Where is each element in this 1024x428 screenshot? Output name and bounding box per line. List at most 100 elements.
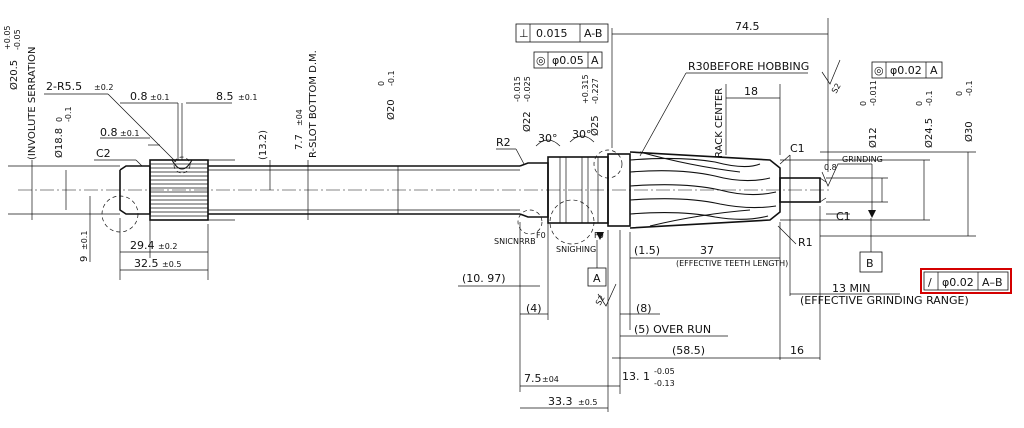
d8-label: (8) <box>636 302 652 315</box>
d745-dim: 74.5 <box>612 20 828 35</box>
c2-label: C2 <box>96 147 111 160</box>
d1097-label: (10. 97) <box>462 272 506 285</box>
svg-text:B: B <box>866 257 874 270</box>
svg-text:±0.1: ±0.1 <box>80 231 89 250</box>
d585-label: (58.5) <box>672 344 705 357</box>
d16-label: 16 <box>790 344 804 357</box>
d333-label: 33.3 <box>548 395 573 408</box>
svg-text:±0.2: ±0.2 <box>158 242 177 251</box>
svg-text:-0.1: -0.1 <box>64 106 73 122</box>
r1-label: R1 <box>798 236 813 249</box>
svg-text:-0.011: -0.011 <box>869 80 878 106</box>
svg-text:φ0.02: φ0.02 <box>942 276 974 289</box>
svg-text:-0.13: -0.13 <box>654 379 675 388</box>
svg-text:-0.015: -0.015 <box>513 76 522 102</box>
svg-text:-0.05: -0.05 <box>654 367 675 376</box>
svg-text:0: 0 <box>859 101 868 106</box>
s2-top: S2 <box>830 82 843 95</box>
svg-text:+0.315: +0.315 <box>581 74 590 104</box>
w08-top-label: 0.8 <box>130 90 148 103</box>
svg-text:A: A <box>930 64 938 77</box>
d9-label: 9 <box>79 256 90 262</box>
svg-text:±0.5: ±0.5 <box>578 398 597 407</box>
left-dimensions: Ø20.5 +0.05 -0.05 (INVOLUTE SERRATION Ø1… <box>3 25 91 262</box>
d132-label: (13.2) <box>258 130 269 160</box>
concentricity-frame-2: ◎ φ0.02 A <box>871 61 943 79</box>
svg-text:φ0.05: φ0.05 <box>552 54 584 67</box>
datum-triangle-icon <box>596 232 604 240</box>
c1-right-label: C1 <box>836 210 851 223</box>
eff-grind-label: (EFFECTIVE GRINDING RANGE) <box>800 294 969 307</box>
grinding-label: GRINDING <box>842 155 883 164</box>
d13min-label: 13 MIN <box>832 282 870 295</box>
d25-label: Ø25 <box>589 115 601 136</box>
d18-label: 18 <box>744 85 758 98</box>
d20-label: Ø20 <box>385 99 397 120</box>
eff-teeth-label: (EFFECTIVE TEETH LENGTH) <box>676 259 788 268</box>
r30-label: R30BEFORE HOBBING <box>688 60 809 73</box>
s2-left: S2 <box>594 294 607 307</box>
bottom-left-dims: 29.4 ±0.2 32.5 ±0.5 <box>120 239 208 271</box>
svg-text:±04: ±04 <box>542 375 559 384</box>
involute-serration-label: (INVOLUTE SERRATION <box>27 47 38 161</box>
svg-text:-0.1: -0.1 <box>925 90 934 106</box>
svg-text:0.015: 0.015 <box>536 27 568 40</box>
d15-label: (1.5) <box>634 244 660 257</box>
f0a-label: F0 <box>536 231 546 240</box>
d4-label: (4) <box>526 302 542 315</box>
svg-text:φ0.02: φ0.02 <box>890 64 922 77</box>
svg-text:0: 0 <box>55 117 64 122</box>
svg-text:±0.1: ±0.1 <box>150 93 169 102</box>
svg-text:±0.2: ±0.2 <box>94 83 113 92</box>
svg-text:◎: ◎ <box>874 64 884 77</box>
svg-text:Ø24.5: Ø24.5 <box>923 118 935 148</box>
d188-label: Ø18.8 <box>53 128 65 158</box>
right-verticals: Ø12 0 -0.011 Ø24.5 0 -0.1 Ø30 0 -0.1 <box>780 80 976 237</box>
center-verticals: (13.2) 7.7 ±04 R-SLOT BOTTOM D.M. Ø20 0 … <box>258 50 399 220</box>
arrow-down-icon <box>868 210 876 218</box>
svg-text:±0.1: ±0.1 <box>238 93 257 102</box>
svg-text:-0.05: -0.05 <box>13 29 22 50</box>
gear-end <box>517 149 827 245</box>
c1-top-label: C1 <box>790 142 805 155</box>
svg-text:+0.05: +0.05 <box>3 25 12 50</box>
w08-left-label: 0.8 <box>100 126 118 139</box>
d325-label: 32.5 <box>134 257 159 270</box>
d37-label: 37 <box>700 244 714 257</box>
serration-dia-label: Ø20.5 <box>8 60 20 90</box>
angle-30a: 30° <box>538 132 558 145</box>
svg-text:±0.5: ±0.5 <box>162 260 181 269</box>
svg-text:A: A <box>593 272 601 285</box>
d75-label: 7.5 <box>524 372 542 385</box>
extension-lines <box>8 18 829 412</box>
svg-text:-0.227: -0.227 <box>591 78 600 104</box>
runout-frame: / φ0.02 A–B <box>920 268 1012 294</box>
svg-text:A: A <box>591 54 599 67</box>
svg-text:0: 0 <box>955 91 964 96</box>
rough-label: 0.8 <box>824 163 837 172</box>
r55-label: 2-R5.5 <box>46 80 82 93</box>
svg-text:-0.1: -0.1 <box>965 80 974 96</box>
rack-center-label: RACK CENTER <box>714 88 725 158</box>
svg-text:-0.1: -0.1 <box>387 70 396 86</box>
svg-text:±0.1: ±0.1 <box>120 129 139 138</box>
serration-end <box>101 156 209 233</box>
r2-label: R2 <box>496 136 511 149</box>
svg-text:◎: ◎ <box>536 54 546 67</box>
rslot-label: R-SLOT BOTTOM D.M. <box>308 50 319 158</box>
d131-label: 13. 1 <box>622 370 650 383</box>
snick2-label: SNIGHING <box>556 245 596 254</box>
rslot-depth-label: 7.7 <box>294 134 305 150</box>
svg-text:74.5: 74.5 <box>735 20 760 33</box>
svg-text:⊥: ⊥ <box>519 27 529 40</box>
d22-label: Ø22 <box>521 111 533 132</box>
svg-text:0: 0 <box>377 81 386 86</box>
left-leaders <box>44 93 232 167</box>
svg-text:Ø30: Ø30 <box>963 121 975 142</box>
svg-text:A-B: A-B <box>584 27 602 40</box>
snick1-label: SNICNRRB <box>494 237 536 246</box>
svg-text:0: 0 <box>915 101 924 106</box>
d85-label: 8.5 <box>216 90 234 103</box>
svg-text:-0.025: -0.025 <box>523 76 532 102</box>
